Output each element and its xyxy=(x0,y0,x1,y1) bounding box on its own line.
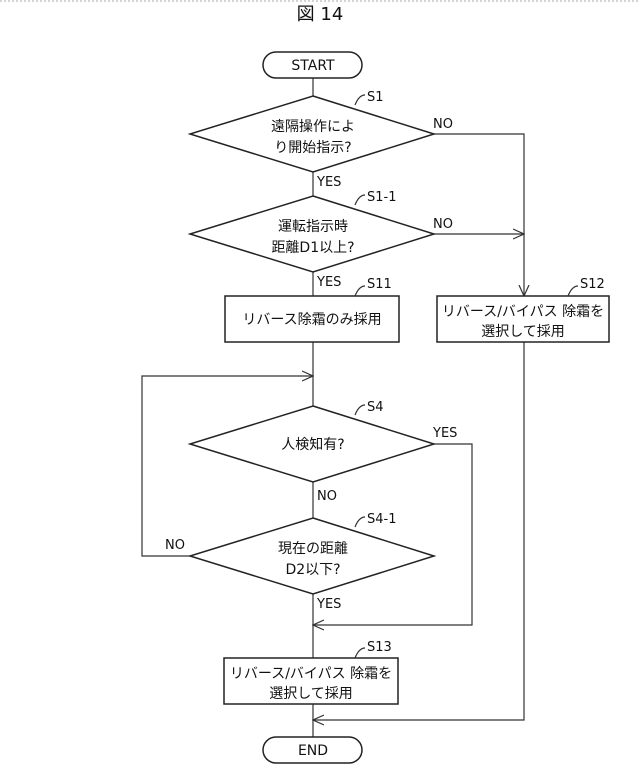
decision-s4: 人検知有? S4 YES NO xyxy=(190,400,457,504)
step-label: S4 xyxy=(367,400,384,415)
svg-text:距離D1以上?: 距離D1以上? xyxy=(271,239,354,256)
svg-text:START: START xyxy=(291,58,335,74)
svg-text:リバース/バイパス 除霜を: リバース/バイパス 除霜を xyxy=(230,666,392,682)
svg-text:現在の距離: 現在の距離 xyxy=(278,540,348,557)
step-label: S4-1 xyxy=(367,512,397,527)
process-s11: リバース除霜のみ採用 S11 xyxy=(225,277,399,342)
figure-title: 図 14 xyxy=(297,4,344,25)
branch-no: NO xyxy=(433,217,453,232)
step-label: S13 xyxy=(367,640,392,655)
branch-yes: YES xyxy=(316,275,341,290)
svg-text:リバース除霜のみ採用: リバース除霜のみ採用 xyxy=(242,312,381,328)
decision-s1: 遠隔操作によ り開始指示? S1 NO YES xyxy=(190,90,453,190)
start-terminal: START xyxy=(263,52,362,78)
branch-yes: YES xyxy=(432,426,457,441)
svg-text:選択して採用: 選択して採用 xyxy=(269,686,353,702)
branch-no: NO xyxy=(317,489,337,504)
svg-text:D2以下?: D2以下? xyxy=(285,562,340,578)
step-label: S1 xyxy=(367,90,384,105)
branch-no: NO xyxy=(433,117,453,132)
svg-text:遠隔操作によ: 遠隔操作によ xyxy=(271,119,355,135)
step-label: S11 xyxy=(367,277,392,292)
svg-text:り開始指示?: り開始指示? xyxy=(274,140,351,156)
decision-s1-1: 運転指示時 距離D1以上? S1-1 NO YES xyxy=(190,190,453,290)
branch-yes: YES xyxy=(316,597,341,612)
process-s12: リバース/バイパス 除霜を 選択して採用 S12 xyxy=(437,277,609,342)
svg-text:運転指示時: 運転指示時 xyxy=(278,219,348,235)
process-s13: リバース/バイパス 除霜を 選択して採用 S13 xyxy=(224,640,398,704)
branch-yes: YES xyxy=(316,175,341,190)
end-terminal: END xyxy=(263,737,362,763)
step-label: S12 xyxy=(580,277,605,292)
svg-text:選択して採用: 選択して採用 xyxy=(481,324,565,340)
step-label: S1-1 xyxy=(367,190,397,205)
svg-text:END: END xyxy=(298,743,328,759)
branch-no: NO xyxy=(165,538,185,553)
svg-text:人検知有?: 人検知有? xyxy=(281,436,344,453)
decision-s4-1: 現在の距離 D2以下? S4-1 NO YES xyxy=(165,512,434,612)
svg-text:リバース/バイパス 除霜を: リバース/バイパス 除霜を xyxy=(442,304,604,320)
